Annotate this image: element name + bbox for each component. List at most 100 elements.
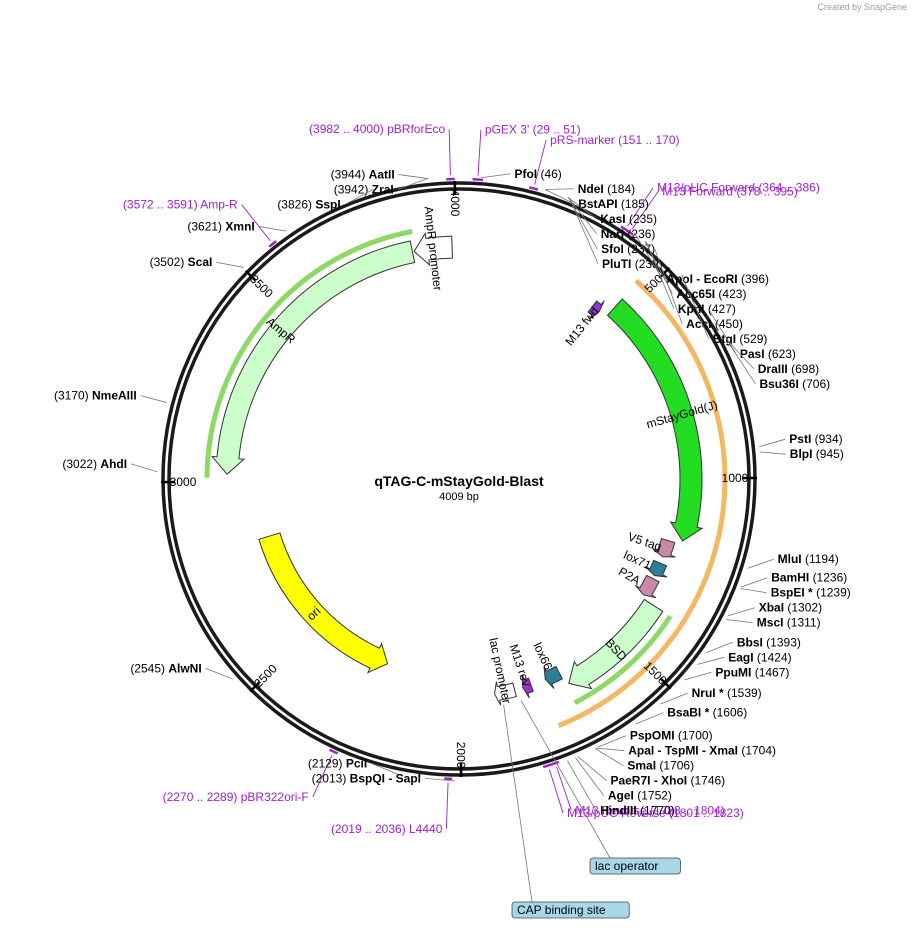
site-scai[interactable]: (3502) ScaI bbox=[150, 255, 213, 269]
site-leader-hindiii bbox=[567, 760, 597, 811]
site-layer: PfoI (46) NdeI (184)BstAPI (185)KasI (235… bbox=[54, 167, 851, 818]
tick-label-2500: 2500 bbox=[251, 661, 280, 690]
site-name: BspEI * bbox=[771, 586, 816, 600]
feature-lox66[interactable] bbox=[543, 665, 564, 689]
site-pcii[interactable]: (2129) PciI bbox=[308, 756, 367, 770]
site-bsabi[interactable]: BsaBI * (1606) bbox=[667, 706, 747, 720]
site-ahdi[interactable]: (3022) AhdI bbox=[62, 457, 127, 471]
site-alwni[interactable]: (2545) AlwNI bbox=[130, 661, 201, 675]
site-name: KasI bbox=[600, 212, 629, 226]
tick-label-3000: 3000 bbox=[170, 475, 197, 489]
site-coord: (623) bbox=[768, 347, 796, 361]
site-coord: (3942) bbox=[334, 183, 372, 197]
box-leader-cap-binding-site bbox=[503, 704, 533, 903]
site-btgi[interactable]: BtgI (529) bbox=[713, 332, 768, 346]
site-draiii[interactable]: DraIII (698) bbox=[758, 362, 819, 376]
primer-name: M13 Forward bbox=[662, 184, 736, 198]
site-eagi[interactable]: EagI (1424) bbox=[728, 650, 791, 664]
site-nrui[interactable]: NruI * (1539) bbox=[692, 686, 762, 700]
feature-lac-promoter[interactable] bbox=[494, 681, 517, 706]
site-xmni[interactable]: (3621) XmnI bbox=[187, 219, 254, 233]
site-coord: (3826) bbox=[277, 198, 315, 212]
site-coord: (3621) bbox=[187, 219, 225, 233]
site-bspqi-sapi[interactable]: (2013) BspQI - SapI bbox=[312, 771, 421, 785]
site-coord: (1236) bbox=[813, 571, 848, 585]
site-blpi[interactable]: BlpI (945) bbox=[790, 447, 844, 461]
primer-amp-r[interactable]: (3572 .. 3591) Amp-R bbox=[123, 198, 238, 212]
site-smai[interactable]: SmaI (1706) bbox=[627, 759, 694, 773]
site-nmeaiii[interactable]: (3170) NmeAIII bbox=[54, 389, 137, 403]
site-coord: (3022) bbox=[62, 457, 100, 471]
primer-coord: (151 .. 170) bbox=[618, 133, 679, 147]
primer-pbr322ori-f[interactable]: (2270 .. 2289) pBR322ori-F bbox=[163, 790, 309, 804]
site-coord: (423) bbox=[718, 287, 746, 301]
feature-lox71[interactable] bbox=[645, 559, 668, 578]
site-coord: (1393) bbox=[766, 635, 801, 649]
primer-mark-pgex-3 bbox=[472, 178, 484, 182]
site-nari[interactable]: NarI (236) bbox=[601, 227, 656, 241]
site-pspomi[interactable]: PspOMI (1700) bbox=[630, 729, 713, 743]
site-sspi[interactable]: (3826) SspI bbox=[277, 198, 340, 212]
feature-v5-tag[interactable] bbox=[652, 537, 676, 558]
site-aatii[interactable]: (3944) AatII bbox=[331, 168, 395, 182]
site-apai-tspmi-xmai[interactable]: ApaI - TspMI - XmaI (1704) bbox=[628, 744, 776, 758]
site-psti[interactable]: PstI (934) bbox=[789, 432, 842, 446]
feature-ori[interactable] bbox=[258, 532, 389, 674]
site-xbai[interactable]: XbaI (1302) bbox=[759, 601, 822, 615]
box-cap-binding-site bbox=[511, 901, 630, 919]
primer-m13-puc-reverse[interactable]: M13/pUC Reverse (1801 .. 1823) bbox=[567, 806, 744, 820]
site-coord: (1424) bbox=[757, 650, 792, 664]
site-ndei[interactable]: NdeI (184) bbox=[578, 182, 635, 196]
primer-m13-puc-forward[interactable]: M13/pUC Forward (364 .. 386) bbox=[657, 181, 820, 195]
site-acc65i[interactable]: Acc65I (423) bbox=[676, 287, 746, 301]
primer-mark-prs-marker bbox=[529, 186, 539, 191]
site-pasi[interactable]: PasI (623) bbox=[740, 347, 796, 361]
tick-1500 bbox=[659, 677, 672, 690]
site-mlui[interactable]: MluI (1194) bbox=[778, 552, 839, 566]
site-bamhi[interactable]: BamHI (1236) bbox=[771, 571, 847, 585]
site-kasi[interactable]: KasI (235) bbox=[600, 212, 657, 226]
site-bbsi[interactable]: BbsI (1393) bbox=[737, 635, 801, 649]
feature-mstaygold-j[interactable] bbox=[606, 298, 704, 542]
site-bsu36i[interactable]: Bsu36I (706) bbox=[759, 377, 830, 391]
tick-label-2000: 2000 bbox=[454, 742, 468, 769]
site-sfoi[interactable]: SfoI (237) bbox=[601, 242, 655, 256]
feature-m13-fwd[interactable] bbox=[587, 300, 605, 320]
feature-m13-rev[interactable] bbox=[521, 674, 534, 699]
primer-coord: (3572 .. 3591) bbox=[123, 198, 200, 212]
site-ppumi[interactable]: PpuMI (1467) bbox=[715, 665, 789, 679]
primer-l4440[interactable]: (2019 .. 2036) L4440 bbox=[331, 822, 443, 836]
site-bspei[interactable]: BspEI * (1239) bbox=[771, 586, 851, 600]
site-apoi-ecori[interactable]: ApoI - EcoRI (396) bbox=[666, 272, 769, 286]
box-label-lac-operator[interactable]: lac operator bbox=[595, 859, 658, 873]
site-leader-psti bbox=[759, 438, 786, 448]
site-name: NmeAIII bbox=[92, 389, 137, 403]
feature-p2a[interactable] bbox=[635, 574, 660, 599]
orf-arc-0 bbox=[204, 228, 413, 478]
primer-pgex-3[interactable]: pGEX 3' (29 .. 51) bbox=[485, 123, 581, 137]
feature-bsd[interactable] bbox=[568, 598, 664, 690]
site-agei[interactable]: AgeI (1752) bbox=[608, 789, 672, 803]
site-leader-btgi bbox=[681, 274, 710, 339]
site-coord: (1302) bbox=[787, 601, 822, 615]
feature-ampr[interactable] bbox=[210, 240, 416, 475]
site-msci[interactable]: MscI (1311) bbox=[757, 616, 821, 630]
site-zrai[interactable]: (3942) ZraI bbox=[334, 183, 394, 197]
site-acci[interactable]: AccI (450) bbox=[686, 317, 743, 331]
site-coord: (427) bbox=[708, 302, 736, 316]
site-bstapi[interactable]: BstAPI (185) bbox=[578, 197, 649, 211]
primer-name: Amp-R bbox=[200, 198, 238, 212]
site-paer7i-xhoi[interactable]: PaeR7I - XhoI (1746) bbox=[610, 774, 725, 788]
tick-2500 bbox=[249, 680, 261, 693]
site-kpni[interactable]: KpnI (427) bbox=[678, 302, 736, 316]
primer-m13-forward[interactable]: M13 Forward (378 .. 395) bbox=[662, 184, 797, 198]
primer-leader-m13-reverse bbox=[556, 766, 572, 811]
primer-prs-marker[interactable]: pRS-marker (151 .. 170) bbox=[550, 133, 679, 147]
primer-pbrforeco[interactable]: (3982 .. 4000) pBRforEco bbox=[309, 122, 445, 136]
site-pfoi[interactable]: PfoI (46) bbox=[514, 167, 561, 181]
feature-ampr-promoter[interactable] bbox=[413, 231, 453, 267]
site-hindiii[interactable]: HindIII (1770) bbox=[600, 804, 675, 818]
site-coord: (1311) bbox=[787, 616, 821, 630]
site-coord: (934) bbox=[815, 432, 843, 446]
box-label-cap-binding-site[interactable]: CAP binding site bbox=[517, 903, 606, 917]
